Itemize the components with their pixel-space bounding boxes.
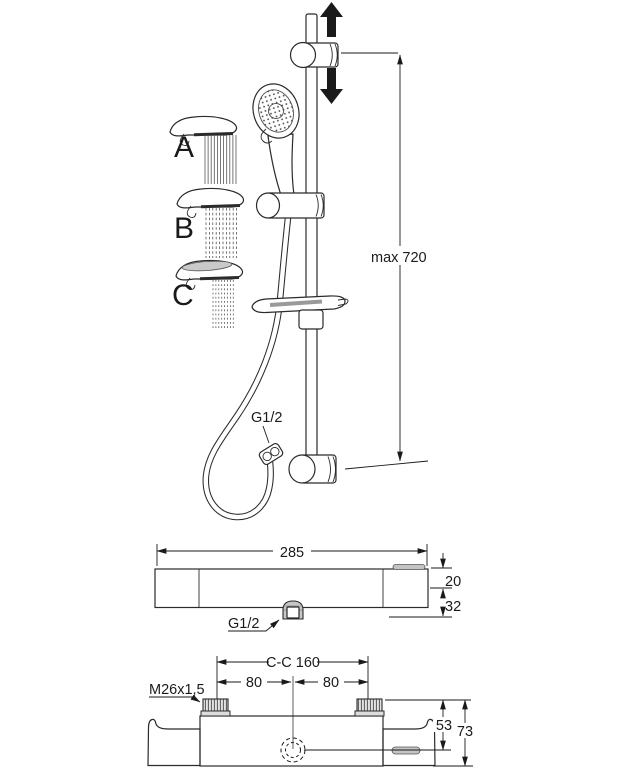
spray-head-c-top — [181, 260, 233, 272]
outlet-thread-label: G1/2 — [228, 616, 259, 632]
connection-thread-callout: M26x1,5 — [149, 682, 205, 703]
hand-shower-handle — [267, 133, 295, 199]
connection-thread-label: M26x1,5 — [149, 682, 205, 698]
outlet-nut — [282, 600, 304, 620]
center-distance-label: C-C 160 — [266, 655, 320, 671]
depth-to-outlet-label: 53 — [436, 718, 452, 734]
arrow-up-icon — [320, 2, 343, 37]
spray-mode-a-label: A — [174, 131, 194, 164]
left-spacing-label: 80 — [246, 675, 262, 691]
dimension-80-80: 80 80 — [216, 675, 369, 691]
spray-modes-legend: A B C — [168, 114, 246, 330]
mixer-bottom-view: C-C 160 80 80 M26x1,5 53 73 — [147, 655, 475, 767]
spray-c — [212, 280, 234, 330]
max-height-label: max 720 — [371, 250, 427, 266]
hose-nut — [258, 442, 284, 466]
top-offset-label: 20 — [445, 574, 461, 590]
bottom-offset-label: 32 — [445, 599, 461, 615]
hand-shower-head — [252, 83, 300, 139]
dimension-285: 285 — [156, 543, 428, 566]
spray-b — [205, 208, 238, 258]
mixer-top-button — [392, 564, 426, 570]
soap-dish-collar — [298, 309, 324, 330]
hand-shower-holder — [255, 192, 325, 219]
right-inlet-connector — [354, 698, 385, 717]
hose-thread-label: G1/2 — [251, 410, 282, 426]
mixer-body-bottom — [199, 715, 384, 767]
dimension-53-73: 53 73 — [385, 699, 475, 767]
hose-thread-callout: G1/2 — [251, 410, 282, 444]
soap-dish — [251, 295, 349, 330]
shower-rail — [305, 13, 318, 459]
mixer-front-view: 285 20 32 G1/2 — [154, 543, 461, 632]
left-wing — [147, 718, 201, 767]
dimension-20-32: 20 32 — [389, 553, 461, 618]
left-inlet-connector — [200, 698, 231, 717]
bottom-wall-bracket — [288, 454, 337, 484]
dimension-max-720: max 720 — [341, 52, 429, 470]
right-spacing-label: 80 — [323, 675, 339, 691]
arrow-down-icon — [320, 68, 343, 104]
shower-head-hook — [260, 128, 273, 144]
rail-slider-knob — [289, 41, 339, 69]
right-wing — [382, 718, 436, 767]
total-depth-label: 73 — [457, 724, 473, 740]
width-label: 285 — [280, 545, 304, 561]
spray-mode-b-label: B — [174, 212, 194, 245]
spray-a — [204, 135, 237, 184]
right-wing-slot — [391, 746, 421, 755]
dimension-cc160: C-C 160 — [216, 655, 369, 699]
spray-mode-c-label: C — [172, 279, 194, 312]
rail-assembly-view: max 720 G1/2 — [202, 2, 429, 521]
outlet-thread-callout: G1/2 — [228, 616, 280, 632]
